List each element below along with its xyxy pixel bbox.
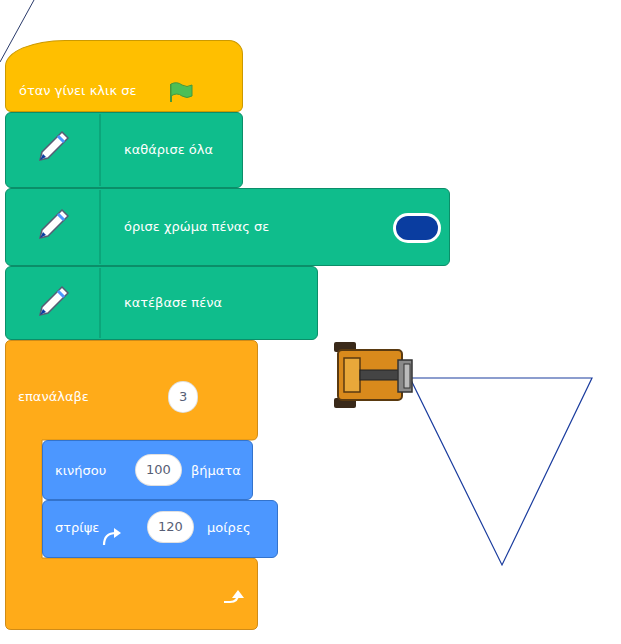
hat-block: όταν γίνει κλικ σε [5, 40, 243, 112]
block-label: κινήσου [55, 463, 106, 479]
pen-block: όρισε χρώμα πένας σε [5, 188, 450, 266]
number-input: 100 [135, 454, 182, 486]
loop-arrow [224, 590, 244, 602]
block-label: βήματα [191, 463, 241, 479]
motion-block: κινήσου 100 βήματα [42, 440, 253, 500]
block-label: μοίρες [207, 520, 251, 536]
block-label: επανάλαβε [18, 389, 89, 405]
block-label: στρίψε [55, 520, 99, 536]
number-input: 3 [168, 381, 198, 413]
turn-arrow [104, 528, 121, 545]
block-label: όρισε χρώμα πένας σε [124, 219, 269, 235]
color-swatch [393, 213, 441, 243]
pen-symbols [40, 132, 68, 315]
sprite-car [334, 342, 412, 408]
block-label: καθάρισε όλα [124, 142, 213, 158]
block-label: κατέβασε πένα [124, 295, 222, 311]
motion-block: στρίψε 120 μοίρες [42, 500, 278, 558]
green-flag [171, 83, 192, 102]
pen-block: κατέβασε πένα [5, 266, 318, 340]
drawn-triangle [410, 378, 592, 565]
repeat-block: επανάλαβε 3 κινήσου 100 βήματα στρίψε 120 μοίρε… [5, 340, 258, 630]
pen-block: καθάρισε όλα [5, 112, 243, 188]
block-label: όταν γίνει κλικ σε [19, 83, 136, 99]
number-input: 120 [147, 511, 194, 543]
pen-icons [100, 114, 101, 338]
